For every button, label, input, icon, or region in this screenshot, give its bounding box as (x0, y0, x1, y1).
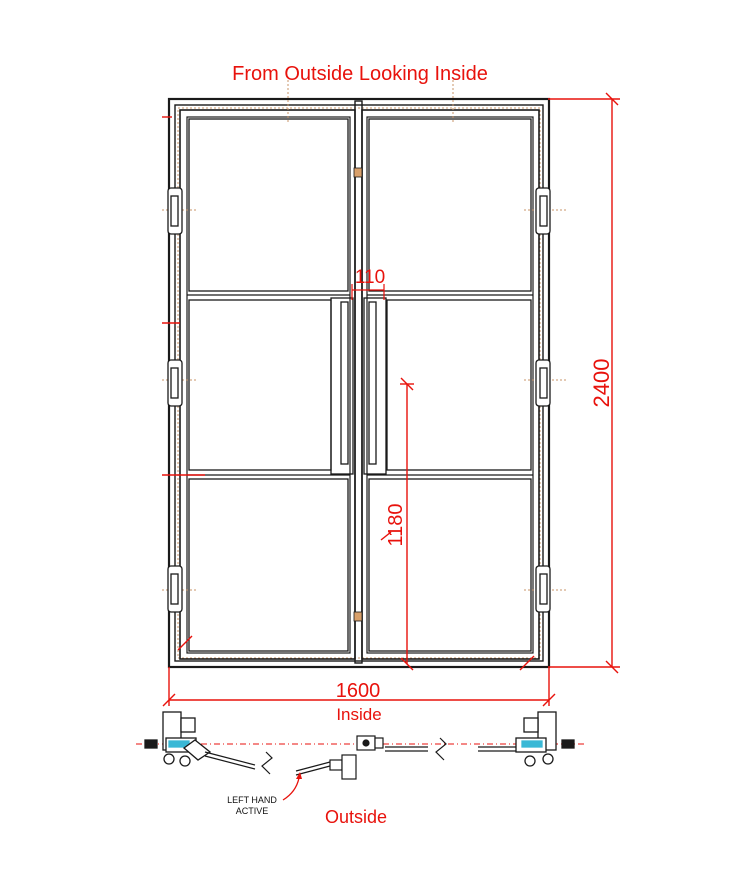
dimension-height-label: 2400 (589, 359, 614, 408)
dimension-handle-height (380, 377, 414, 671)
dimension-width-label: 1600 (336, 680, 381, 702)
dimension-height (548, 92, 620, 674)
frame-ticks (162, 116, 535, 671)
guide-lines (162, 80, 568, 591)
dimension-handle-spacing-label: 110 (355, 267, 385, 288)
stile-hardware (353, 167, 363, 622)
left-hand-pointer-head (296, 772, 302, 779)
label-left-hand-line2: ACTIVE (236, 806, 269, 816)
label-inside: Inside (336, 705, 381, 724)
plan-right-jamb (478, 711, 575, 767)
dimension-handle-height-label: 1180 (385, 503, 407, 546)
pull-handles (330, 297, 387, 475)
left-door-leaf (179, 109, 356, 660)
meeting-stile (354, 100, 363, 664)
drawing-title: From Outside Looking Inside (232, 63, 488, 85)
dimension-width (162, 667, 556, 707)
outer-frame (167, 97, 551, 669)
hinges-left (167, 187, 183, 613)
plan-centre-detail (356, 735, 447, 761)
dimension-handle-spacing (351, 284, 385, 300)
left-hand-pointer-arrow (282, 777, 300, 801)
right-door-leaf (361, 109, 540, 660)
label-outside: Outside (325, 807, 387, 827)
plan-left-jamb (144, 711, 212, 767)
plan-left-leaf (204, 751, 357, 780)
hinges-right (535, 187, 551, 613)
frame-inner-dotted (177, 107, 541, 659)
label-left-hand-line1: LEFT HAND (227, 795, 277, 805)
